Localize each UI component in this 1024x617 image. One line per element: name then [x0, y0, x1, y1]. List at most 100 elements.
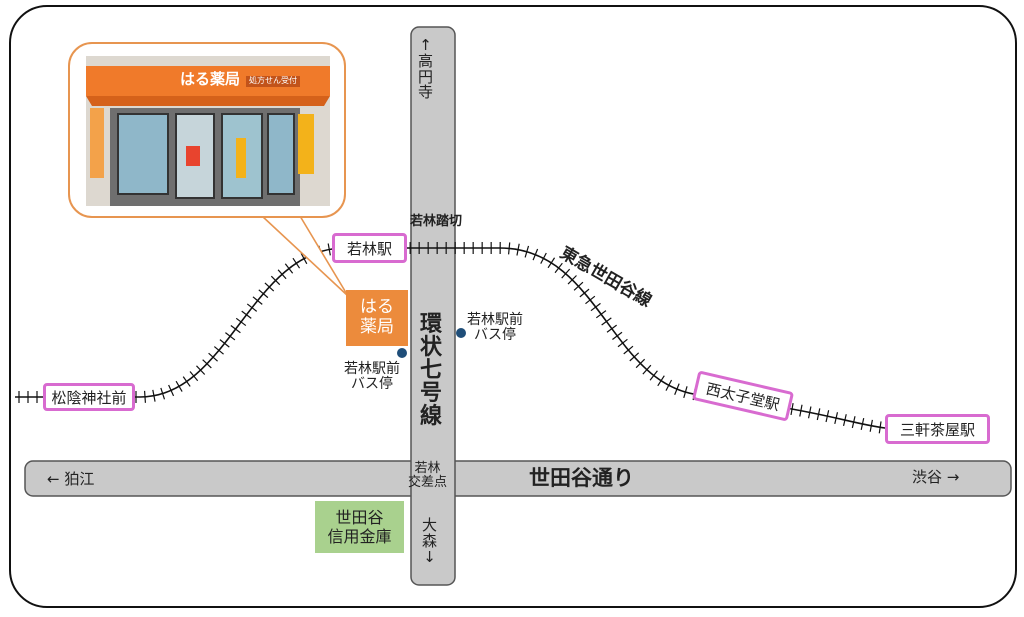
railway-tie — [649, 370, 658, 381]
direction-east-shibuya: 渋谷 → — [912, 468, 960, 486]
railway-tie — [799, 404, 803, 417]
bus-stop-west-line-2: バス停 — [351, 375, 393, 392]
railway-tie — [635, 358, 646, 369]
kanjo7-char-3: 七 — [420, 358, 443, 384]
railway-tie — [264, 282, 275, 292]
railway-tie — [219, 339, 230, 348]
setagaya-dori-label: 世田谷通り — [529, 466, 634, 490]
pharmacy-sign-sub: 処方せん受付 — [246, 76, 300, 87]
intersection-area — [412, 462, 454, 495]
railway-tie — [160, 387, 166, 400]
railway-tie — [292, 257, 301, 269]
south-char-2: 森 — [422, 531, 438, 550]
railway-tie — [152, 389, 156, 402]
bus-stop-marker-west — [397, 348, 407, 358]
direction-west-komae: ← 狛江 — [47, 470, 95, 488]
railway-tie — [284, 263, 294, 274]
north-char-1: 高 — [418, 51, 434, 70]
station-shoin-jinja-mae[interactable]: 松陰神社前 — [43, 383, 135, 411]
railway-tie — [816, 408, 821, 421]
railway-tie — [189, 371, 199, 382]
railway-tie — [561, 268, 571, 279]
railway-tie — [213, 346, 224, 355]
setagaya-shinkin-bank-marker[interactable]: 世田谷 信用金庫 — [315, 501, 404, 553]
railway-tie — [507, 242, 511, 255]
railway-tie — [246, 303, 258, 312]
railway-tie — [524, 245, 530, 258]
railway-tie — [143, 390, 147, 403]
north-char-2: 円 — [418, 67, 434, 86]
railway-tie — [175, 380, 183, 392]
bus-stop-west-line-1: 若林駅前 — [344, 361, 400, 377]
railway-tie — [225, 332, 236, 341]
railway-tie — [573, 281, 584, 291]
railway-tie — [252, 296, 263, 305]
kanjo7-char-5: 線 — [420, 404, 443, 430]
railway-tie — [617, 338, 628, 348]
railway-crossing-label: 若林踏切 — [410, 214, 463, 229]
intersection-line-1: 若林 — [414, 461, 441, 476]
railway-tie — [674, 383, 680, 395]
bus-stop-label-east: 若林駅前 バス停 — [467, 313, 523, 342]
railway-tie — [532, 248, 539, 261]
bank-line-1: 世田谷 — [335, 507, 384, 527]
railway-tie — [629, 352, 640, 362]
railway-tie — [612, 331, 623, 341]
railway-tie — [585, 295, 596, 305]
pharmacy-storefront-photo: はる薬局 処方せん受付 — [86, 56, 330, 206]
railway-tie — [300, 252, 308, 265]
railway-tie — [657, 375, 665, 387]
railway-tie — [869, 419, 873, 432]
railway-tie — [182, 376, 191, 387]
railway-tie — [642, 364, 652, 375]
railway-tie — [235, 317, 247, 327]
setagaya-dori-road — [24, 460, 1012, 497]
intersection-line-2: 交差点 — [408, 474, 448, 490]
railway-tie — [230, 325, 241, 334]
railway-tie — [790, 403, 794, 416]
intersection-label: 若林 交差点 — [408, 462, 447, 489]
railway-tie — [579, 288, 590, 298]
north-char-3: 寺 — [418, 83, 434, 102]
station-sangenjaya[interactable]: 三軒茶屋駅 — [885, 414, 990, 444]
railway-tie — [665, 379, 673, 391]
railway-tie — [601, 317, 612, 326]
pharmacy-line-1: はる — [360, 297, 394, 318]
pharmacy-photo-callout: はる薬局 処方せん受付 — [68, 42, 346, 218]
pharmacy-line-2: 薬局 — [360, 317, 394, 337]
kanjo7-char-1: 環 — [420, 312, 443, 337]
railway-tie — [807, 406, 812, 419]
railway-tie — [277, 269, 287, 280]
railway-tie — [168, 384, 175, 397]
railway-tie — [834, 412, 839, 425]
railway-tie — [623, 345, 634, 355]
railway-tie — [258, 289, 269, 299]
north-arrow-glyph: ↑ — [419, 36, 432, 54]
bus-stop-marker-east — [456, 328, 466, 338]
railway-tie — [540, 252, 547, 264]
railway-tie — [825, 410, 830, 423]
railway-tie — [606, 324, 618, 333]
railway-tie — [860, 418, 865, 431]
direction-south-omori: 大 森 ↓ — [422, 517, 438, 566]
railway-tie — [683, 386, 688, 399]
railway-tie — [270, 275, 281, 286]
pharmacy-marker[interactable]: はる 薬局 — [346, 290, 408, 346]
railway-tie — [842, 414, 847, 427]
railway-tie — [202, 359, 212, 369]
bus-stop-label-west: 若林駅前 バス停 — [344, 362, 400, 391]
station-wakabayashi[interactable]: 若林駅 — [332, 233, 407, 263]
railway-tie — [327, 243, 331, 256]
south-arrow-glyph: ↓ — [423, 547, 436, 566]
railway-tie — [196, 365, 206, 375]
kanjo7-label: 環 状 七 号 線 — [420, 312, 443, 430]
kanjo7-char-2: 状 — [420, 335, 443, 361]
pharmacy-sign: はる薬局 — [180, 70, 241, 88]
railway-tie — [590, 302, 601, 312]
bank-line-2: 信用金庫 — [327, 527, 392, 546]
railway-tie — [878, 421, 882, 434]
bus-stop-east-line-2: バス停 — [474, 326, 516, 343]
railway-tie — [208, 352, 218, 362]
bus-stop-east-line-1: 若林駅前 — [467, 312, 523, 328]
